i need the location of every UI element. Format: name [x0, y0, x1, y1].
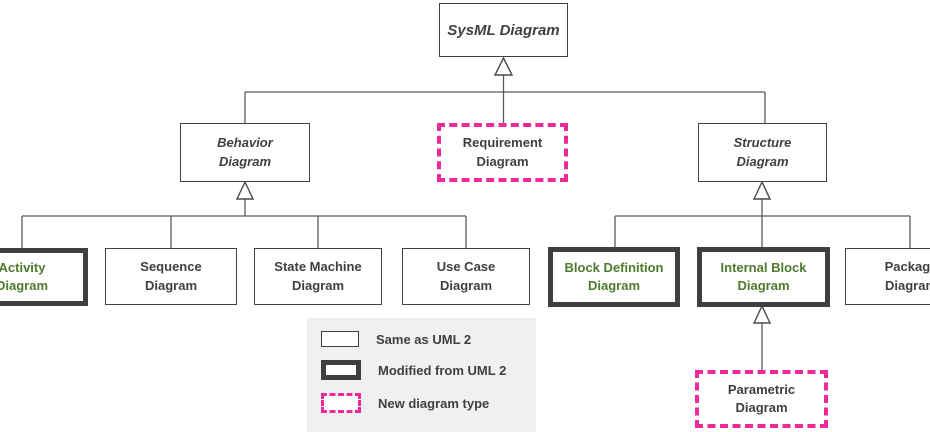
legend-swatch-new-diagram-type — [321, 393, 361, 413]
node-label: Diagram — [476, 153, 529, 169]
node-structure-diagram: Structure Diagram — [698, 123, 827, 182]
node-label: Diagram — [291, 277, 345, 293]
node-label: Diagram — [0, 278, 49, 293]
legend-item-new-diagram-type: New diagram type — [321, 393, 536, 413]
node-label: Activity — [0, 259, 46, 275]
node-requirement-diagram: Requirement Diagram — [437, 123, 568, 182]
node-sequence-diagram: Sequence Diagram — [105, 248, 237, 305]
generalization-arrow-structure-icon — [752, 180, 772, 200]
legend-swatch-same-as-uml2 — [321, 331, 359, 347]
node-label: Requirement — [462, 135, 543, 151]
node-use-case-diagram: Use Case Diagram — [402, 248, 530, 305]
node-label: Diagram — [439, 277, 493, 293]
node-label: Diagram — [218, 153, 272, 169]
node-label: Sequence — [140, 259, 202, 275]
node-label: Diagram — [735, 400, 788, 415]
node-label: Package — [884, 259, 930, 275]
node-activity-diagram: Activity Diagram — [0, 248, 88, 306]
node-label: SysML Diagram — [447, 21, 560, 39]
node-label: Diagram — [144, 277, 198, 293]
node-sysml-diagram: SysML Diagram — [439, 3, 568, 57]
generalization-arrow-internalblock-icon — [752, 304, 772, 324]
node-label: Block Definition — [564, 259, 664, 275]
generalization-arrow-sysml-icon — [493, 56, 514, 76]
node-label: Behavior — [217, 135, 273, 151]
node-block-definition-diagram: Block Definition Diagram — [548, 247, 680, 307]
node-behavior-diagram: Behavior Diagram — [180, 123, 310, 182]
node-label: Parametric — [727, 381, 796, 397]
legend-item-same-as-uml2: Same as UML 2 — [321, 331, 536, 347]
legend-label: New diagram type — [378, 395, 490, 411]
node-label: Structure — [733, 135, 792, 151]
node-parametric-diagram: Parametric Diagram — [695, 370, 828, 428]
node-label: Diagram — [736, 153, 789, 169]
legend-label: Same as UML 2 — [376, 331, 472, 347]
legend-panel: Same as UML 2 Modified from UML 2 New di… — [307, 318, 536, 432]
generalization-arrow-behavior-icon — [235, 180, 255, 200]
legend-item-modified-from-uml2: Modified from UML 2 — [321, 360, 536, 380]
legend-label: Modified from UML 2 — [378, 362, 507, 378]
node-label: Diagram — [884, 277, 930, 293]
node-label: Use Case — [436, 259, 496, 275]
node-package-diagram: Package Diagram — [845, 248, 930, 305]
node-internal-block-diagram: Internal Block Diagram — [697, 247, 830, 307]
node-label: Diagram — [737, 278, 790, 293]
node-label: State Machine — [274, 259, 362, 275]
node-label: Internal Block — [720, 259, 807, 275]
node-state-machine-diagram: State Machine Diagram — [254, 248, 382, 305]
legend-swatch-modified-from-uml2 — [321, 360, 361, 380]
node-label: Diagram — [587, 278, 641, 293]
